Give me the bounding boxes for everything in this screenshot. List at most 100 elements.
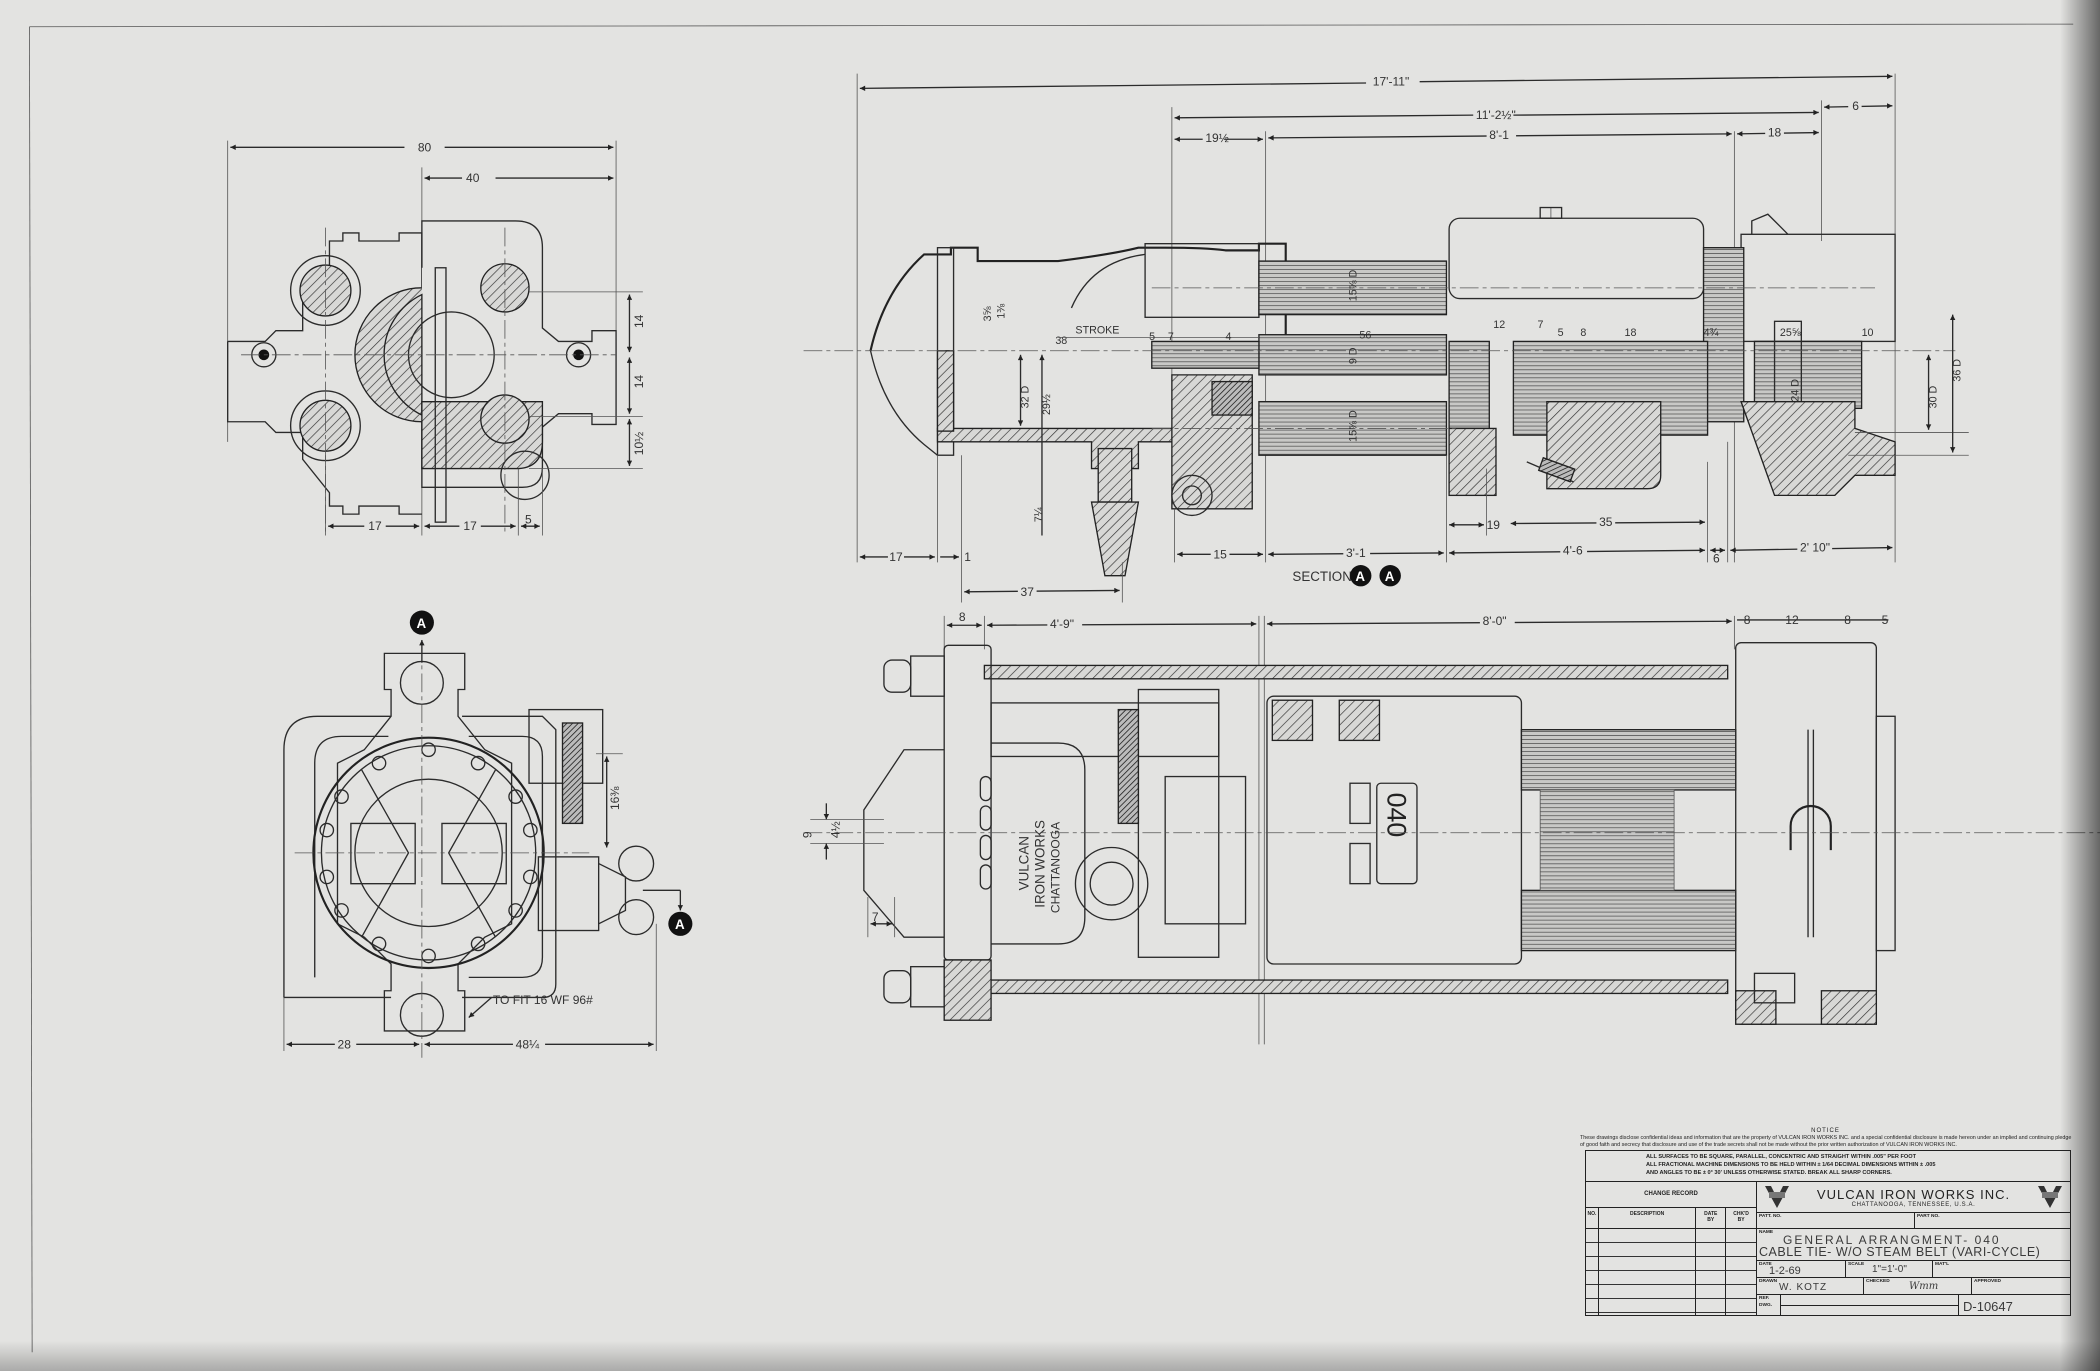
col-date-by: BY [1707, 1217, 1715, 1223]
model-number-plate [1376, 782, 1418, 885]
dim-19: 19 [1487, 518, 1501, 532]
ref-label: REF. [1759, 1296, 1770, 1301]
paper-shadow-right [2060, 0, 2100, 1371]
col-no: NO. [1586, 1208, 1599, 1228]
dim-18-top: 18 [1768, 126, 1782, 140]
tolerance-notes: ALL SURFACES TO BE SQUARE, PARALLEL, CON… [1586, 1151, 2070, 1182]
dim-28: 28 [338, 1037, 352, 1051]
dim-9: 9 [801, 831, 815, 838]
dim-15: 15 [1213, 547, 1227, 561]
section-marker-right-label: A [675, 917, 685, 932]
dim-14-upper: 14 [632, 314, 646, 328]
end-view-bottom: A A TO FIT 16 WF 96# 16⅜ 28 48¼ [283, 610, 693, 1058]
tolerance-line-1: ALL SURFACES TO BE SQUARE, PARALLEL, CON… [1646, 1154, 1917, 1160]
dim-17: 17 [889, 550, 903, 564]
dim-4-3-4: 4¾ [1704, 327, 1720, 339]
dim-37: 37 [1021, 585, 1035, 599]
drawn-label: DRAWN [1759, 1279, 1778, 1284]
company-name: VULCAN IRON WORKS INC. [1816, 1186, 2011, 1202]
dim-10-half: 10½ [632, 432, 646, 455]
dim-56: 56 [1359, 330, 1371, 342]
section-view: 17'-11" 11'-2½" 6 19½ 8'-1 18 [803, 73, 1969, 603]
section-marker-a1: A [1355, 569, 1365, 584]
dim-8b: 8 [1744, 613, 1751, 627]
notice-text: These drawings disclose confidential ide… [1580, 1135, 2072, 1148]
section-marker-top-label: A [417, 616, 427, 631]
dim-8a: 8 [959, 610, 966, 624]
dim-17-right: 17 [463, 519, 477, 533]
cast-text-iron-works: IRON WORKS [1033, 820, 1048, 908]
paper-shadow-bottom [0, 1341, 2100, 1371]
dim-12: 12 [1493, 319, 1505, 331]
dim-4: 4 [1225, 331, 1231, 343]
drawn-by-value: W. KOTZ [1779, 1282, 1828, 1293]
col-date-label: DATE [1704, 1211, 1718, 1217]
end-view-top: 80 40 14 14 10½ 17 17 5 [227, 140, 646, 536]
scale-label: SCALE [1848, 1262, 1865, 1267]
section-label: SECTION [1292, 569, 1351, 584]
company-location: CHATTANOOGA, TENNESSEE, U.S.A. [1851, 1201, 1976, 1208]
date-label: DATE [1759, 1262, 1772, 1267]
part-no-label: PART NO. [1917, 1214, 1940, 1219]
dim-4-6: 4'-6 [1563, 543, 1583, 557]
dim-14-lower: 14 [632, 375, 646, 389]
dim-1-3-8: 1⅜ [995, 304, 1007, 319]
dim-18: 18 [1625, 327, 1637, 339]
tolerance-line-2: ALL FRACTIONAL MACHINE DIMENSIONS TO BE … [1646, 1162, 1936, 1168]
rod-mid-dia: 9 D [1348, 347, 1360, 364]
vulcan-logo-icon [1763, 1184, 1791, 1210]
dim-5a: 5 [1149, 331, 1155, 343]
dim-7-quarter: 7¼ [1033, 506, 1045, 522]
checked-by-signature: Wmm [1909, 1281, 1939, 1292]
dim-7a: 7 [1168, 331, 1174, 343]
dim-6-top: 6 [1852, 99, 1859, 113]
material-label: MAT'L [1935, 1262, 1950, 1267]
stroke-label: STROKE [1075, 324, 1119, 336]
dim-7-plan: 7 [872, 910, 879, 924]
cast-text-vulcan: VULCAN [1017, 836, 1032, 890]
model-number: 040 [1381, 793, 1411, 838]
col-chkd-by: BY [1737, 1217, 1745, 1223]
dim-5-plan: 5 [1882, 613, 1889, 627]
drawing-name-line-2: CABLE TIE- W/O STEAM BELT (VARI-CYCLE) [1759, 1245, 2041, 1259]
dim-8: 8 [1580, 327, 1586, 339]
dwg-label: DWG. [1759, 1303, 1773, 1308]
dim-1: 1 [964, 550, 971, 564]
tolerance-line-3: AND ANGLES TO BE ± 0° 30' UNLESS OTHERWI… [1646, 1170, 1892, 1176]
dim-48-quarter: 48¼ [516, 1037, 540, 1051]
dim-2-10: 2' 10" [1800, 541, 1830, 555]
cast-slots [979, 775, 992, 890]
plan-view: 8 4'-9" 8'-0" 8 12 8 5 VULCAN IRON WORKS… [801, 610, 2100, 1045]
drawing-number: D-10647 [1963, 1299, 2013, 1314]
dim-19-half: 19½ [1205, 131, 1228, 145]
bore-32d: 32 D [1020, 385, 1032, 408]
dim-8-1: 8'-1 [1489, 128, 1509, 142]
section-marker-top [409, 610, 434, 635]
company-header: VULCAN IRON WORKS INC. CHATTANOOGA, TENN… [1757, 1182, 2070, 1213]
rod-lower-dia: 15⅝ D [1348, 410, 1360, 442]
sheet-border-top [29, 23, 2074, 28]
dim-7b: 7 [1538, 319, 1544, 331]
patt-no-label: PATT. NO. [1759, 1214, 1782, 1219]
dim-5: 5 [525, 512, 532, 526]
sheet-border-left [29, 26, 33, 1353]
dim-3-1: 3'-1 [1346, 546, 1366, 560]
dim-16-3-8: 16⅜ [608, 786, 622, 810]
dim-17-left: 17 [368, 519, 382, 533]
dim-25-5-8: 25⅝ [1780, 327, 1801, 339]
vulcan-logo-icon-right [2036, 1184, 2064, 1210]
cast-text-chattanooga: CHATTANOOGA [1048, 821, 1062, 913]
name-label: NAME [1759, 1230, 1774, 1235]
dim-12-plan: 12 [1785, 613, 1799, 627]
section-marker-a2: A [1385, 569, 1395, 584]
flange-bolts [319, 742, 538, 964]
dim-8-0: 8'-0" [1483, 614, 1507, 628]
dim-24d: 24 D [1790, 379, 1802, 402]
dim-6-bottom: 6 [1713, 551, 1720, 565]
section-marker-right [668, 911, 693, 936]
dim-30d: 30 D [1928, 385, 1940, 408]
dim-4-9: 4'-9" [1050, 617, 1074, 631]
dim-29-half: 29½ [1041, 394, 1053, 415]
